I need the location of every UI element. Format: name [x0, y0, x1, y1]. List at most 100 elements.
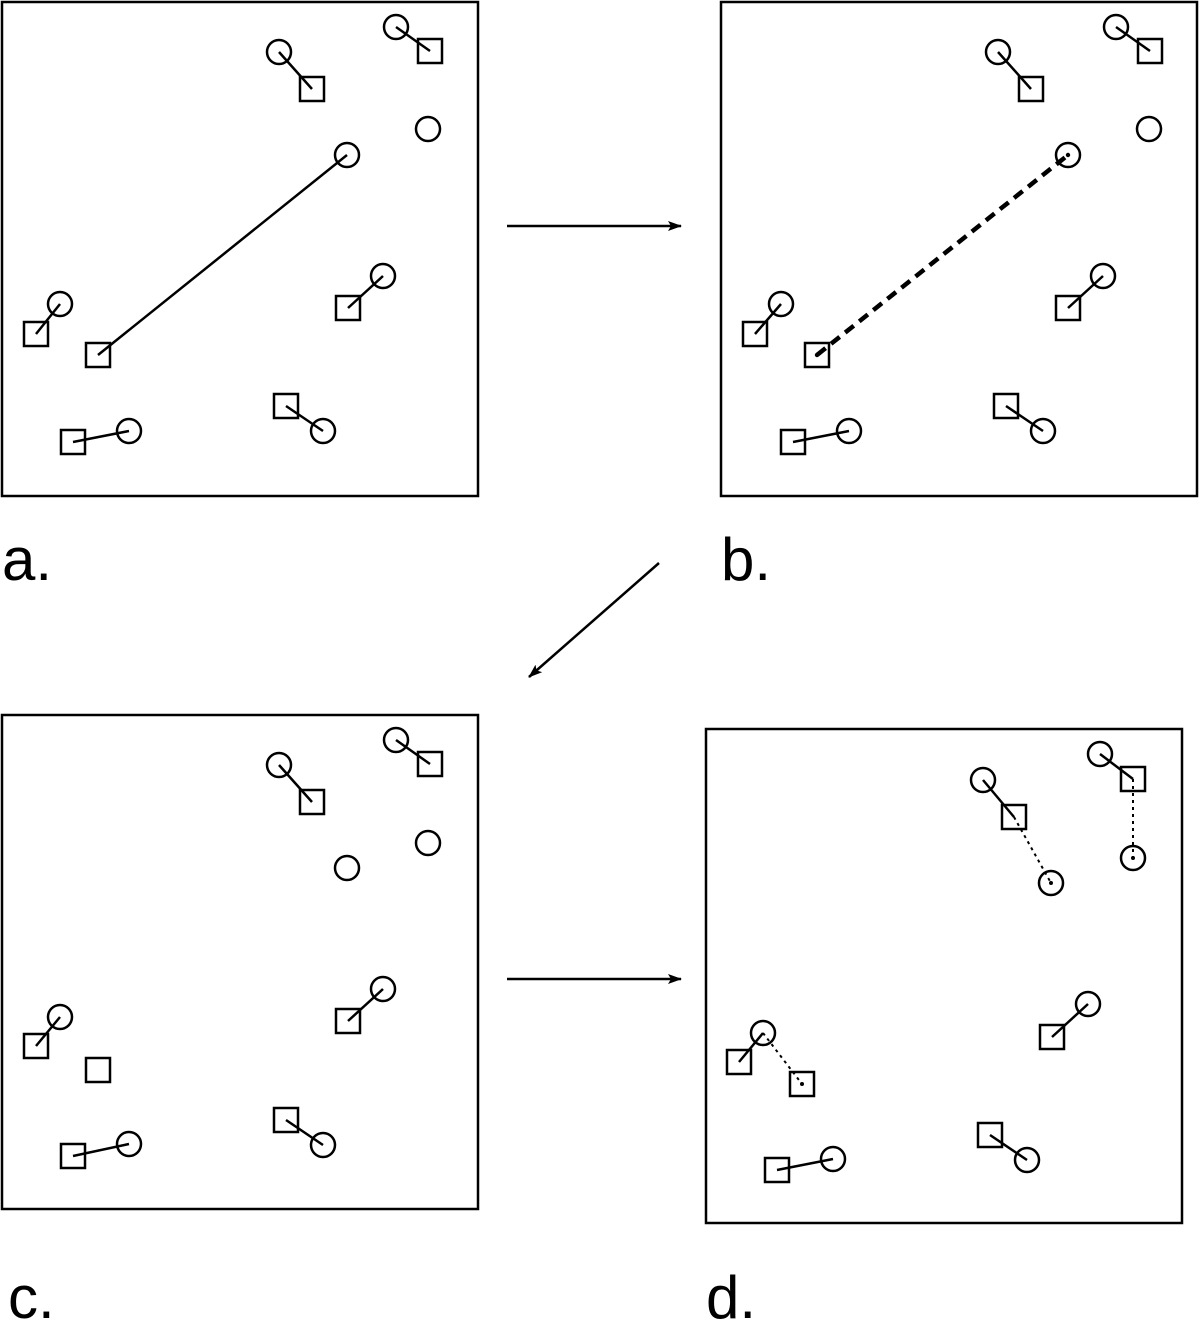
circle-node: [1135, 115, 1163, 143]
circle-node-unpaired: [333, 854, 361, 882]
center-dot: [1131, 856, 1135, 860]
circle-node: [333, 141, 361, 169]
center-dot: [800, 1082, 804, 1086]
square-node: [272, 392, 300, 420]
pair-link: [1115, 25, 1151, 53]
circle-node-marked: [1119, 844, 1147, 872]
pair-link: [1005, 404, 1044, 433]
circle-node: [1013, 1146, 1041, 1174]
pair-link: [285, 1118, 324, 1147]
circle-node: [1074, 990, 1102, 1018]
square-node-marked: [803, 341, 831, 369]
center-dot: [814, 352, 820, 358]
circle-node: [265, 38, 293, 66]
pair-link: [1099, 753, 1134, 780]
square-node: [1119, 765, 1147, 793]
square-node: [1136, 37, 1164, 65]
circle-node: [1089, 262, 1117, 290]
pair-link: [1051, 1003, 1089, 1038]
square-node: [992, 392, 1020, 420]
square-node: [779, 428, 807, 456]
pair-link: [285, 404, 324, 433]
pair-link: [278, 764, 313, 803]
circle-node: [309, 1131, 337, 1159]
panel-d: [704, 727, 1184, 1225]
pair-link: [989, 1133, 1028, 1162]
circle-node: [46, 1003, 74, 1031]
pair-link: [754, 303, 782, 335]
panel-label-b: b.: [721, 526, 772, 593]
flow-arrows: [507, 221, 682, 984]
pair-link: [35, 1016, 61, 1047]
circle-node: [414, 115, 442, 143]
pair-link: [347, 988, 384, 1022]
circle-node: [369, 975, 397, 1003]
square-node: [59, 1142, 87, 1170]
square-node: [334, 1007, 362, 1035]
pair-link: [1067, 275, 1104, 309]
circle-node-marked: [1054, 141, 1082, 169]
circle-node: [835, 417, 863, 445]
panel-label-d: d.: [706, 1264, 757, 1331]
center-dot: [1049, 881, 1053, 885]
pair-link: [72, 1142, 130, 1158]
long-link-dashed: [815, 153, 1070, 357]
square-node: [763, 1156, 791, 1184]
panel-b: [719, 0, 1199, 498]
circle-node: [46, 290, 74, 318]
square-node: [298, 75, 326, 103]
pair-link: [35, 303, 61, 335]
panel-b-frame: [719, 0, 1199, 498]
arrow-b-to-c: [528, 562, 660, 678]
panel-c-frame: [0, 713, 480, 1211]
pair-link: [72, 429, 130, 444]
panel-a-frame: [0, 0, 480, 498]
square-node: [1054, 294, 1082, 322]
pair-link: [982, 779, 1015, 818]
square-node: [84, 341, 112, 369]
square-node: [1038, 1023, 1066, 1051]
square-node: [741, 320, 769, 348]
pair-link: [776, 1157, 834, 1172]
square-node: [272, 1106, 300, 1134]
circle-node: [1029, 417, 1057, 445]
square-node: [416, 37, 444, 65]
pair-link: [347, 275, 384, 309]
circle-node: [767, 290, 795, 318]
square-node: [1000, 803, 1028, 831]
square-node: [976, 1121, 1004, 1149]
circle-node: [984, 38, 1012, 66]
new-link-dotted: [762, 1032, 803, 1085]
circle-node: [115, 417, 143, 445]
circle-node: [115, 1130, 143, 1158]
pair-link: [738, 1032, 764, 1063]
square-node: [416, 750, 444, 778]
pair-link: [395, 25, 431, 53]
square-node: [334, 294, 362, 322]
pair-link: [278, 51, 313, 90]
square-node: [298, 788, 326, 816]
circle-node: [382, 13, 410, 41]
circle-node: [969, 766, 997, 794]
long-link-solid: [97, 154, 348, 356]
square-node: [59, 428, 87, 456]
panel-label-a: a.: [2, 526, 53, 593]
square-node: [1017, 75, 1045, 103]
square-node-marked: [788, 1070, 816, 1098]
panel-c: [0, 713, 480, 1211]
square-node: [22, 1032, 50, 1060]
pair-link: [997, 51, 1032, 90]
circle-node: [309, 417, 337, 445]
circle-node-marked: [1037, 869, 1065, 897]
square-node: [22, 320, 50, 348]
pair-link: [792, 429, 850, 444]
panel-d-frame: [704, 727, 1184, 1225]
center-dot: [1065, 152, 1071, 158]
square-node: [725, 1048, 753, 1076]
circle-node: [749, 1019, 777, 1047]
circle-node: [1086, 740, 1114, 768]
circle-node: [265, 751, 293, 779]
square-node-unpaired: [84, 1056, 112, 1084]
circle-node: [1102, 13, 1130, 41]
